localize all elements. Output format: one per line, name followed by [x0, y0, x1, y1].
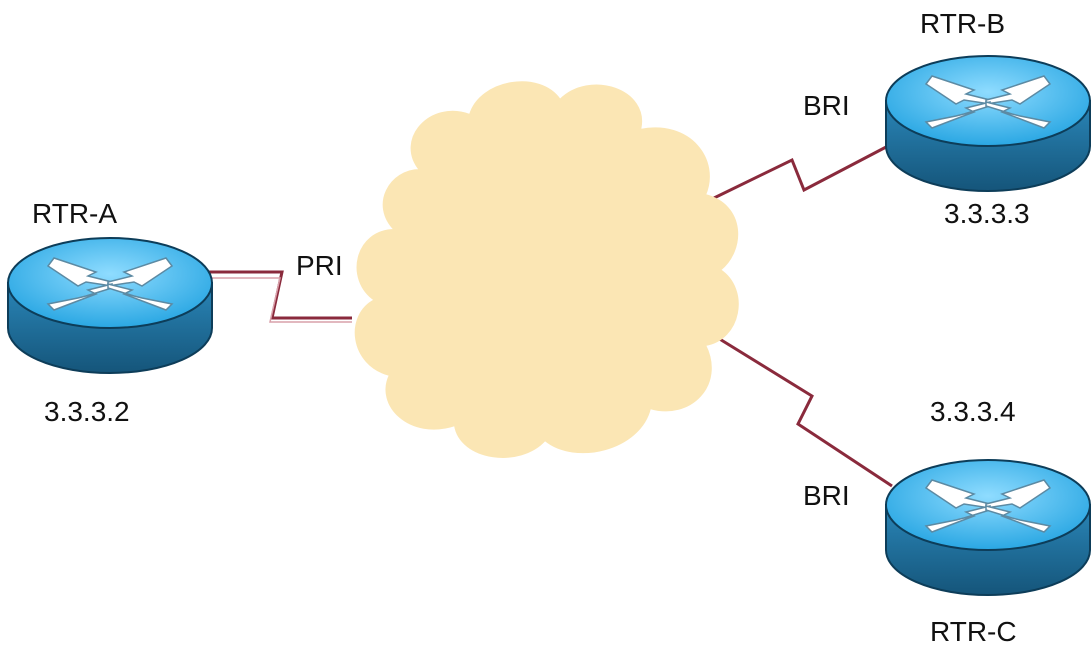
router-b-name: RTR-B	[920, 8, 1006, 39]
link-pri-label: PRI	[296, 250, 343, 281]
link-bri-c-label: BRI	[803, 480, 850, 511]
router-b-ip: 3.3.3.3	[944, 198, 1030, 229]
isdn-cloud	[354, 81, 739, 458]
router-a-ip: 3.3.3.2	[44, 396, 130, 427]
router-rtr-c-icon	[885, 459, 1091, 596]
link-rtr-c-bri	[717, 336, 893, 488]
router-rtr-a-icon	[7, 237, 213, 374]
link-bri-b-label: BRI	[803, 90, 850, 121]
router-c-name: RTR-C	[930, 616, 1017, 647]
router-rtr-b-icon	[885, 55, 1091, 192]
link-rtr-b-bri	[713, 144, 889, 200]
router-c-ip: 3.3.3.4	[930, 396, 1016, 427]
link-rtr-a-pri	[205, 270, 352, 323]
router-a-name: RTR-A	[32, 198, 118, 229]
